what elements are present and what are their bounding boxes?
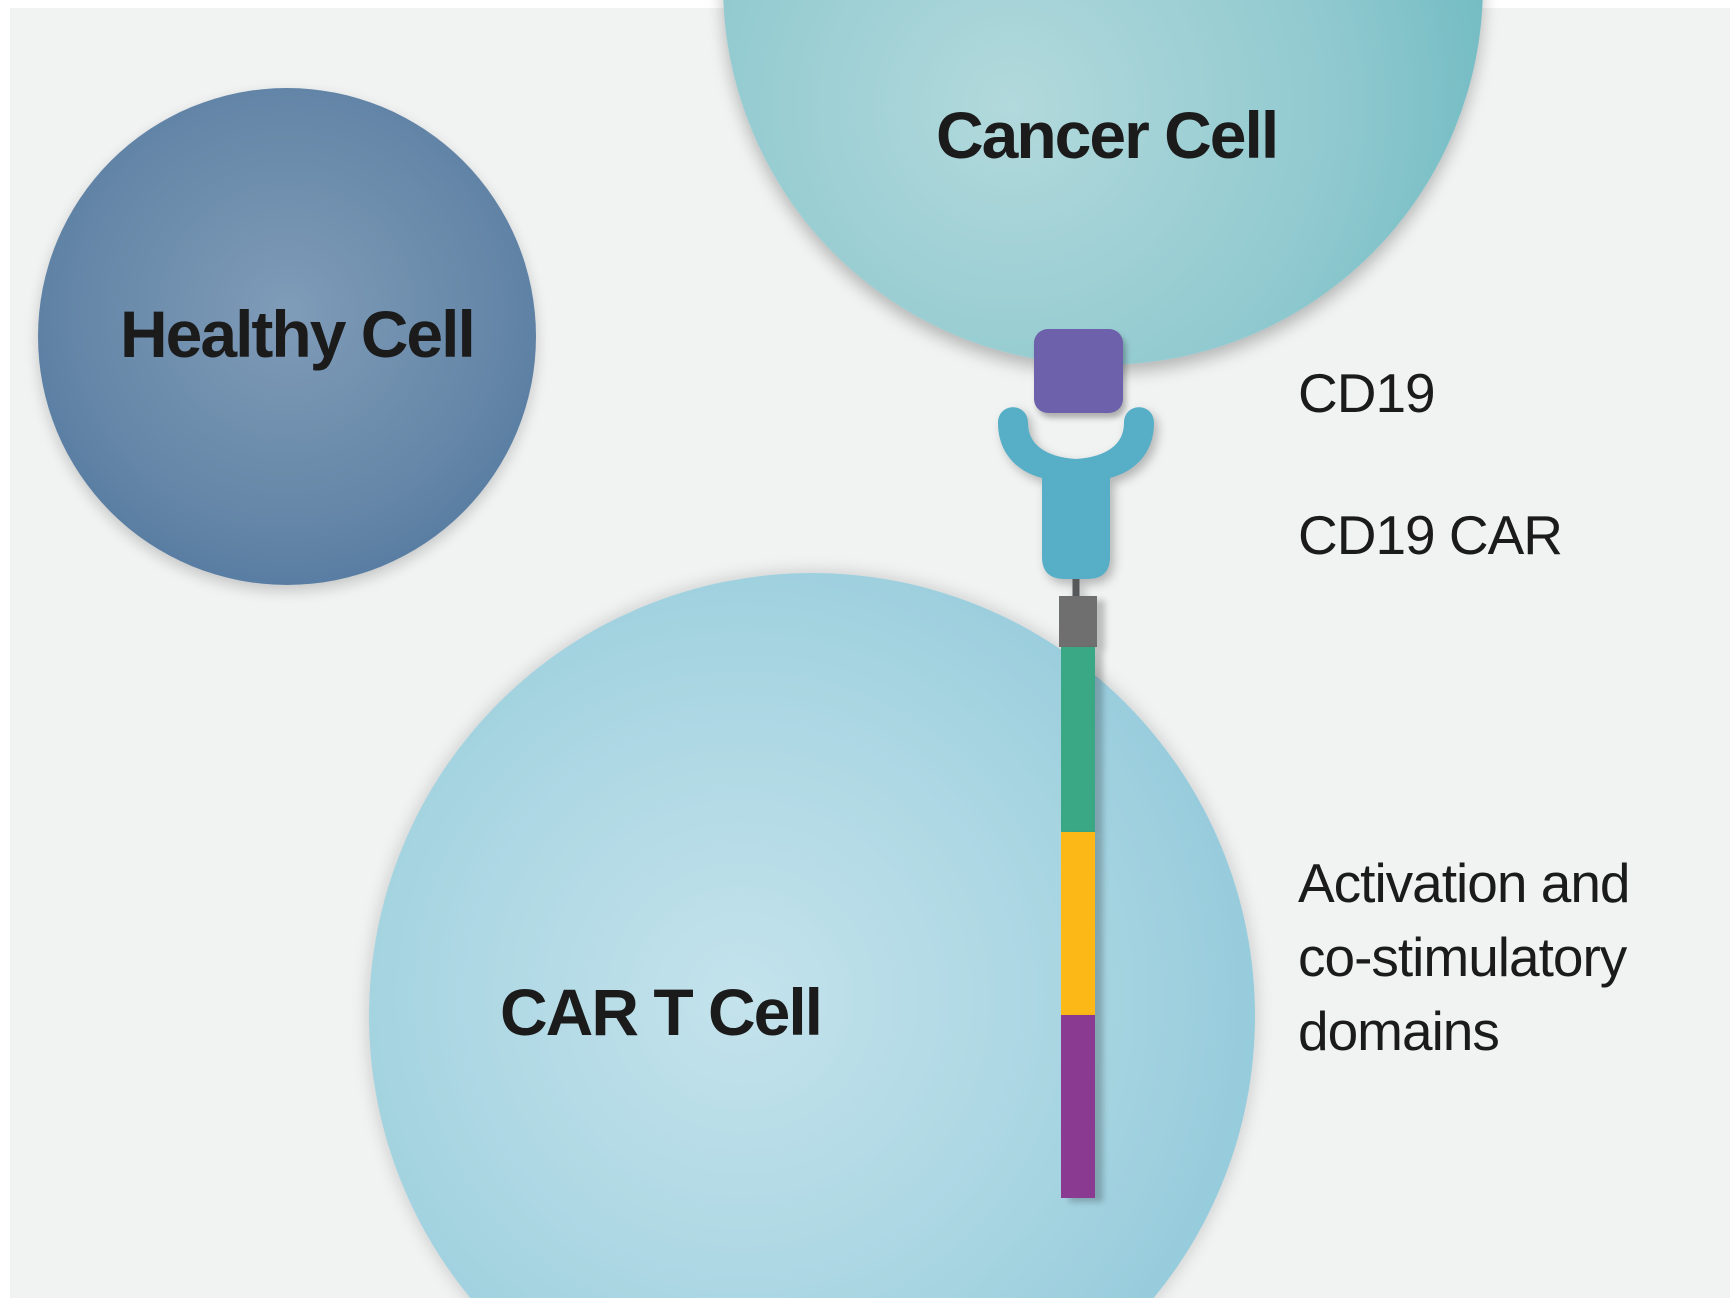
cd19-label: CD19	[1298, 362, 1436, 424]
activation-domains-label: Activation and co-stimulatory domains	[1298, 852, 1630, 1062]
healthy-cell	[38, 88, 536, 585]
cd19-antigen-square	[1034, 329, 1123, 413]
car-receptor-icon	[998, 407, 1154, 602]
car-t-cell	[369, 573, 1255, 1298]
healthy-cell-label: Healthy Cell	[120, 297, 476, 371]
cd19-car-label: CD19 CAR	[1298, 504, 1563, 566]
cancer-cell-label: Cancer Cell	[936, 98, 1279, 172]
domain-segment-purple	[1061, 1015, 1095, 1198]
domain-segment-yellow	[1061, 832, 1095, 1015]
receptor-stalk-connector	[1072, 574, 1080, 602]
domain-segment-gray	[1059, 596, 1097, 647]
domain-segment-green	[1061, 647, 1095, 832]
car-receptor-shape	[998, 407, 1154, 579]
car-t-cell-label: CAR T Cell	[500, 975, 823, 1049]
